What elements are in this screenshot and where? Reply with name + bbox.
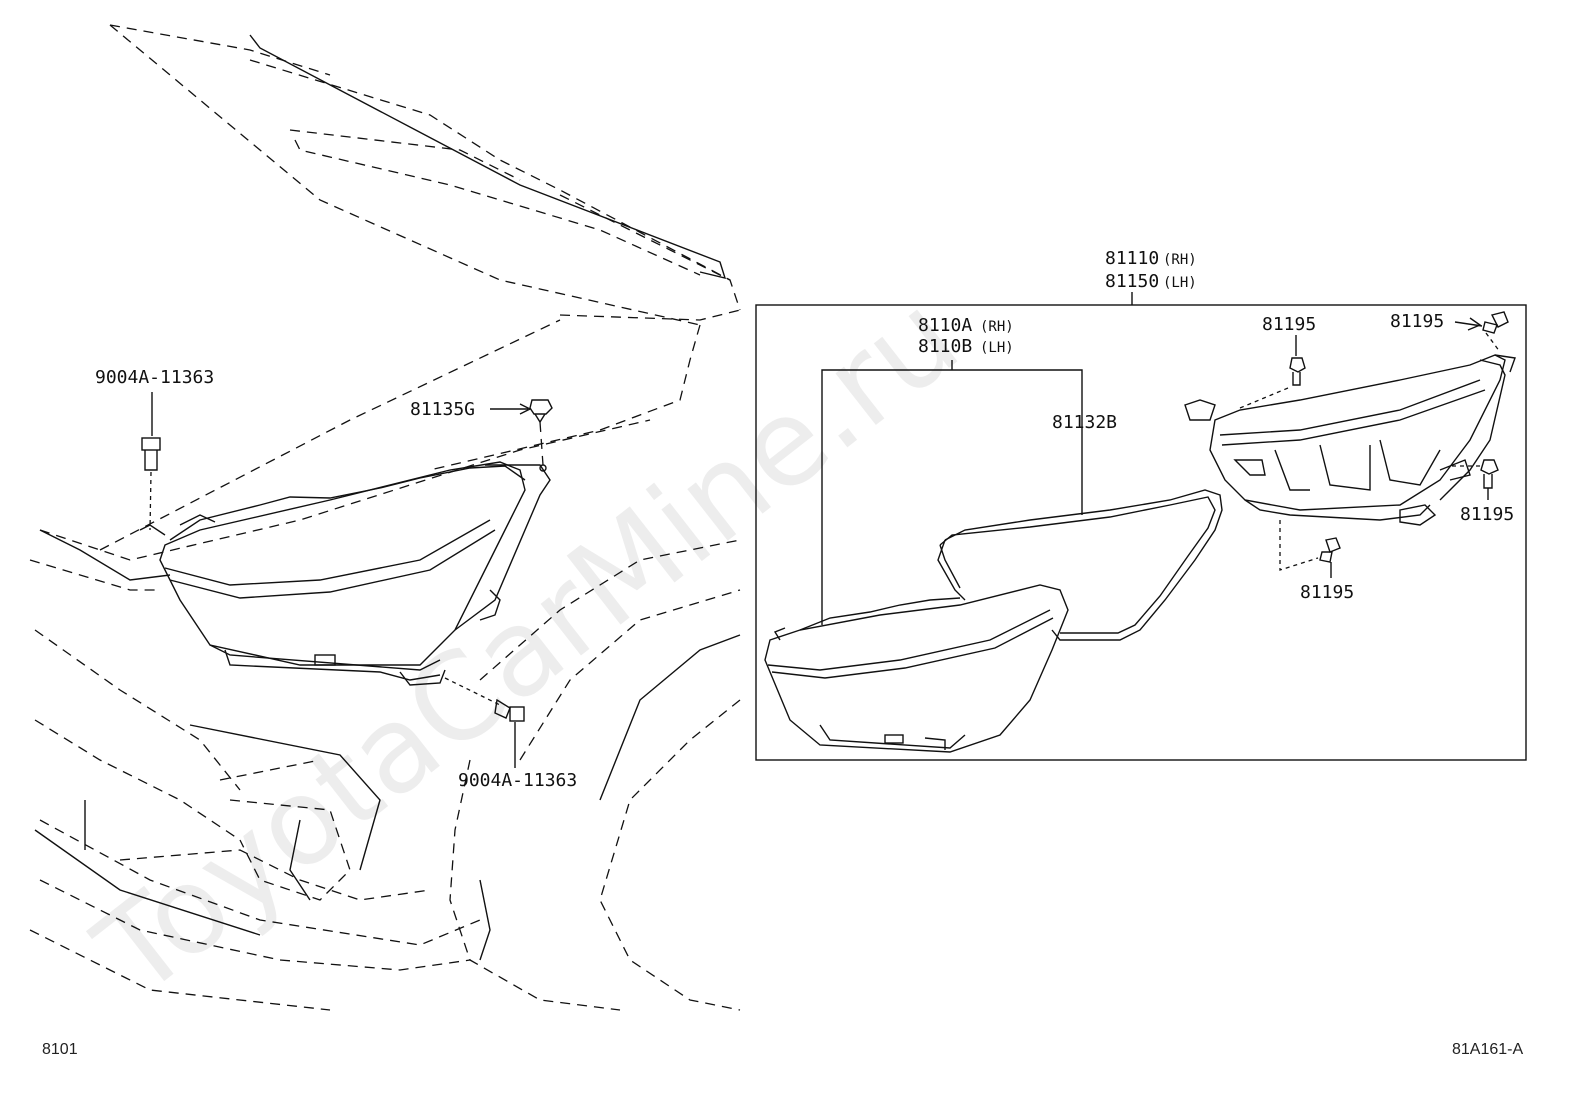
label-81132b: 81132B xyxy=(1052,412,1117,433)
label-81150: 81150 xyxy=(1105,271,1159,292)
label-8110a-side: (RH) xyxy=(980,319,1014,335)
label-81150-side: (LH) xyxy=(1163,275,1197,291)
bolt-bottom xyxy=(444,677,525,768)
assembly-box xyxy=(755,292,1527,761)
label-81110: 81110 xyxy=(1105,248,1159,269)
clip-81135g xyxy=(490,399,553,466)
screw-right xyxy=(1450,459,1499,500)
label-81195-upper-mid: 81195 xyxy=(1262,314,1316,335)
label-81195-lower: 81195 xyxy=(1300,582,1354,603)
label-81135g: 81135G xyxy=(410,399,475,420)
headlamp-assembly xyxy=(1184,354,1516,526)
page-code: 8101 xyxy=(42,1041,78,1058)
figure-code: 81A161-A xyxy=(1452,1041,1523,1058)
screw-lower xyxy=(1279,520,1341,578)
label-81110-side: (RH) xyxy=(1163,252,1197,268)
label-81195-right: 81195 xyxy=(1460,504,1514,525)
label-9004a-bottom: 9004A-11363 xyxy=(458,770,577,791)
label-8110b: 8110B xyxy=(918,336,972,357)
gasket-81132b xyxy=(937,489,1223,641)
label-81195-upper-right: 81195 xyxy=(1390,311,1444,332)
unit-bracket xyxy=(821,360,1083,625)
label-9004a-top: 9004A-11363 xyxy=(95,367,214,388)
label-8110a: 8110A xyxy=(918,315,972,336)
installed-headlamp xyxy=(139,461,551,686)
headlamp-unit xyxy=(764,584,1069,753)
screw-upper-right xyxy=(1454,311,1509,353)
label-8110b-side: (LH) xyxy=(980,340,1014,356)
screw-upper-mid xyxy=(1239,335,1306,409)
vehicle-body-outline xyxy=(29,24,741,1011)
bolt-top xyxy=(141,392,161,531)
